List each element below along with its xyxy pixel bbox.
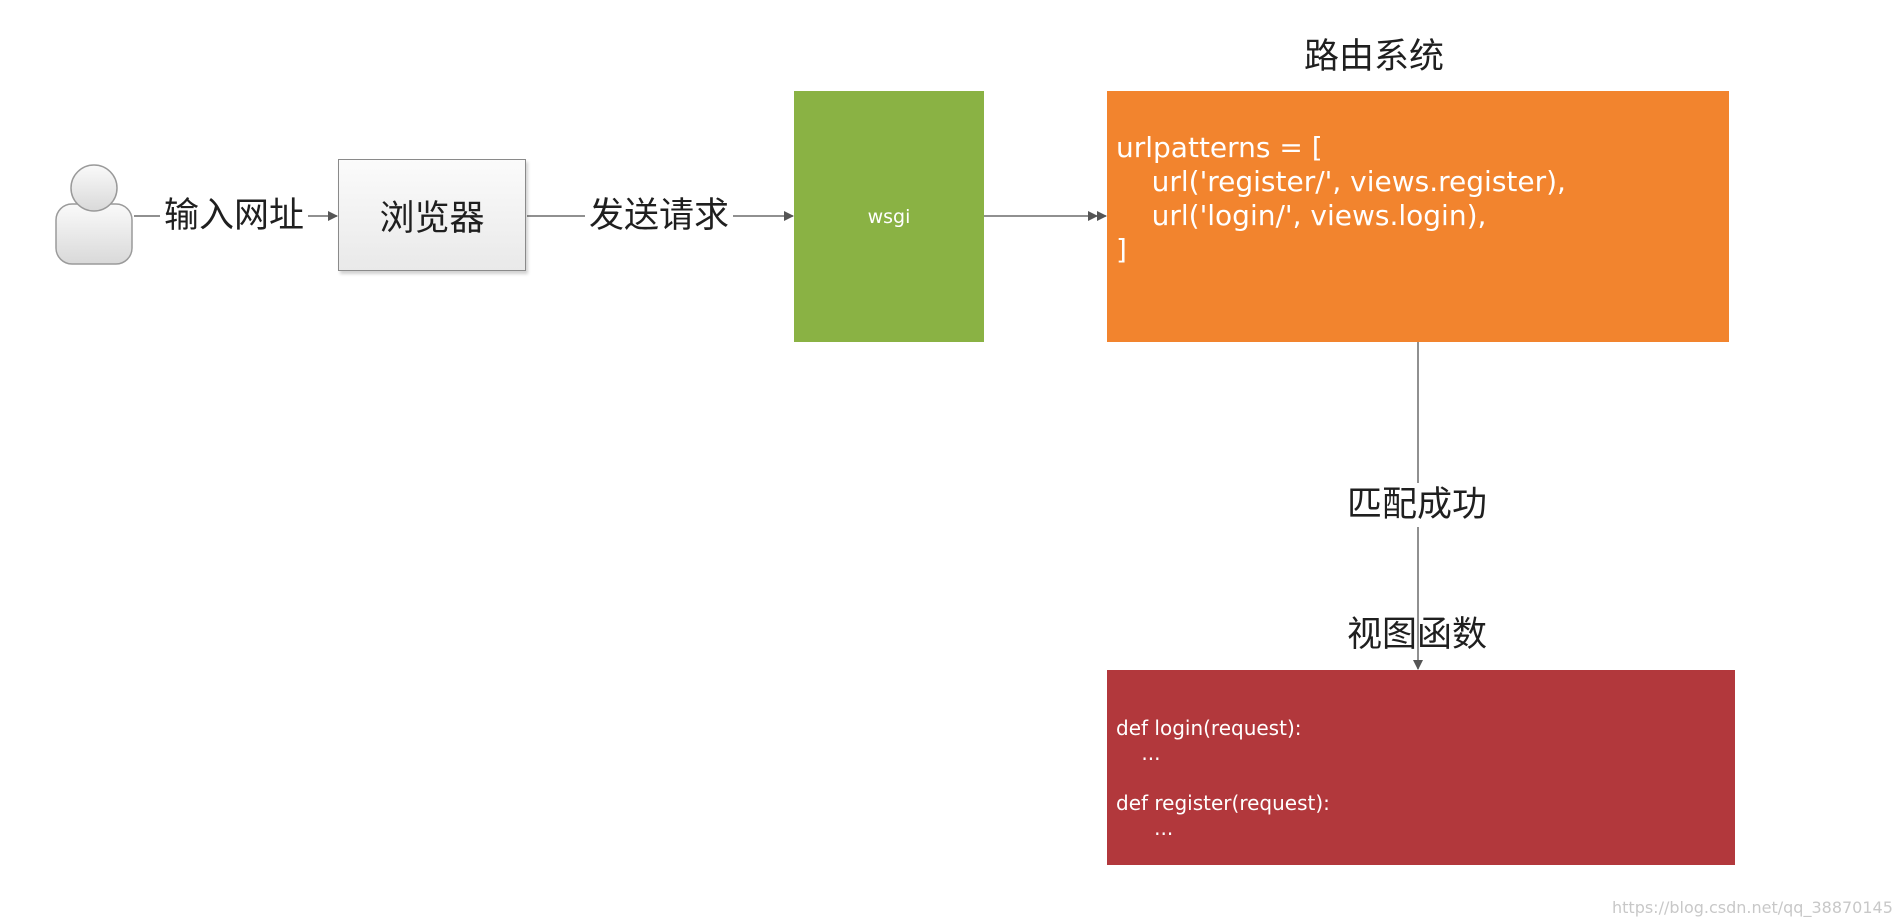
- label-match-success: 匹配成功: [1343, 483, 1492, 527]
- browser-label: 浏览器: [379, 198, 485, 239]
- routing-title: 路由系统: [1304, 37, 1445, 77]
- views-code-line: def login(request):: [1116, 716, 1302, 740]
- views-code-line: ...: [1116, 741, 1161, 765]
- watermark: https://blog.csdn.net/qq_38870145: [1612, 898, 1893, 917]
- browser-node: 浏览器: [338, 159, 526, 271]
- label-send-request: 发送请求: [585, 194, 734, 238]
- routing-code-line: ]: [1116, 233, 1127, 266]
- arrow-wsgi-to-routing-second-head: [1088, 211, 1098, 221]
- wsgi-node: wsgi: [794, 91, 984, 342]
- views-code-line: [1116, 766, 1735, 791]
- views-title: 视图函数: [1347, 615, 1488, 655]
- routing-code-line: url('register/', views.register),: [1116, 165, 1566, 198]
- user-icon: [55, 164, 133, 265]
- routing-code-line: urlpatterns = [: [1116, 131, 1323, 164]
- views-code-line: ...: [1116, 816, 1174, 840]
- label-input-url: 输入网址: [160, 194, 309, 238]
- routing-code-line: url('login/', views.login),: [1116, 199, 1487, 232]
- routing-node: urlpatterns = [ url('register/', views.r…: [1107, 91, 1729, 342]
- views-code-line: def register(request):: [1116, 791, 1330, 815]
- views-node: def login(request): ... def register(req…: [1107, 670, 1735, 865]
- wsgi-label: wsgi: [867, 205, 911, 228]
